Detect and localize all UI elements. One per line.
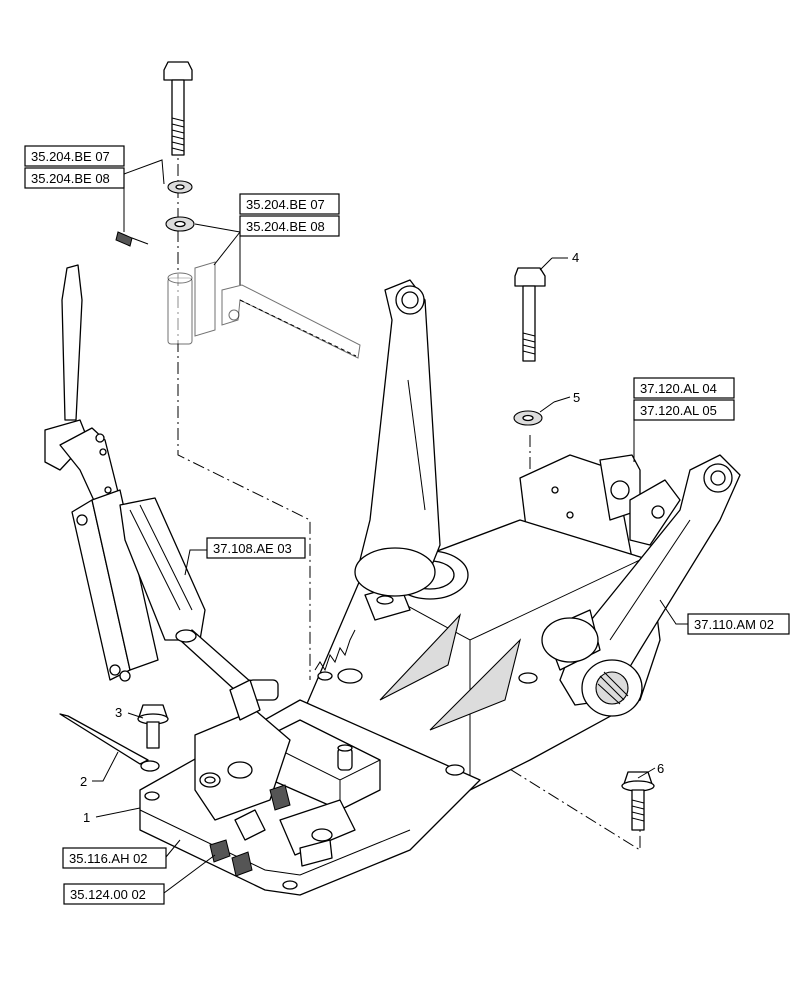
shim-2 — [59, 713, 160, 772]
bolt-3 — [137, 704, 169, 749]
washer-5 — [513, 410, 543, 426]
right-lift-arm — [541, 454, 741, 717]
reference-label: 35.116.AH 02 — [69, 851, 148, 866]
reference-label: 37.120.AL 05 — [640, 403, 717, 418]
reference-box-8[interactable]: 37.110.AM 02 — [687, 613, 790, 635]
reference-box-3[interactable]: 35.204.BE 07 — [239, 193, 340, 215]
reference-label: 37.108.AE 03 — [213, 541, 292, 556]
reference-box-5[interactable]: 37.120.AL 04 — [633, 377, 735, 399]
control-lever-assembly — [44, 264, 279, 721]
reference-label: 35.124.00 02 — [70, 887, 146, 902]
callout-2: 2 — [80, 774, 87, 789]
callout-3: 3 — [115, 705, 122, 720]
reference-label: 35.204.BE 07 — [31, 149, 110, 164]
reference-box-10[interactable]: 35.124.00 02 — [63, 883, 165, 905]
reference-box-2[interactable]: 35.204.BE 08 — [24, 167, 125, 189]
reference-label: 35.204.BE 08 — [246, 219, 325, 234]
reference-box-4[interactable]: 35.204.BE 08 — [239, 215, 340, 237]
callout-6: 6 — [657, 761, 664, 776]
left-lift-arm — [354, 279, 441, 597]
callout-4: 4 — [572, 250, 579, 265]
bolt-6 — [621, 771, 655, 831]
reference-label: 35.204.BE 07 — [246, 197, 325, 212]
reference-box-9[interactable]: 35.116.AH 02 — [62, 847, 167, 869]
reference-box-6[interactable]: 37.120.AL 05 — [633, 399, 735, 421]
callout-5: 5 — [573, 390, 580, 405]
upper-pin-assembly — [115, 61, 361, 359]
reference-label: 37.120.AL 04 — [640, 381, 717, 396]
reference-label: 35.204.BE 08 — [31, 171, 110, 186]
bolt-4 — [514, 267, 546, 362]
reference-label: 37.110.AM 02 — [694, 617, 774, 632]
callout-1: 1 — [83, 810, 90, 825]
reference-box-1[interactable]: 35.204.BE 07 — [24, 145, 125, 167]
reference-box-7[interactable]: 37.108.AE 03 — [206, 537, 306, 559]
